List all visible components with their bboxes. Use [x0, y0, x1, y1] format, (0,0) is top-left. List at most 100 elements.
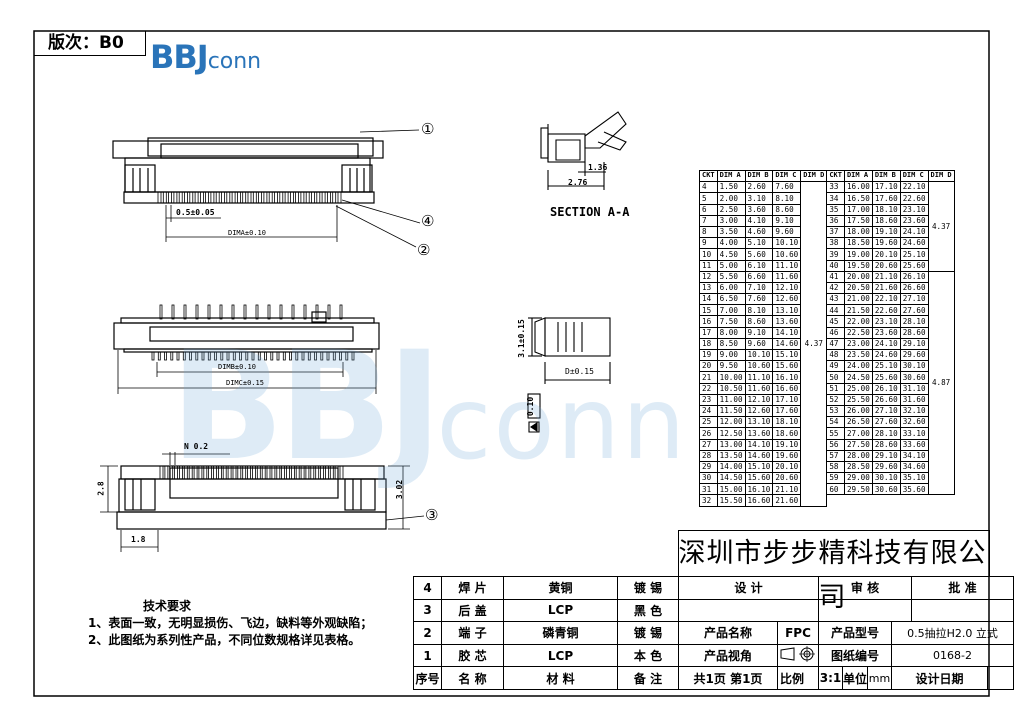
table-cell: 38 [826, 237, 845, 250]
table-cell: 11 [699, 259, 718, 272]
product-model: 0.5抽拉H2.0 立式 [891, 621, 1015, 645]
pin [256, 465, 261, 480]
footer-scale: 3:1 [818, 666, 843, 690]
pin [324, 465, 329, 480]
pin [339, 304, 343, 320]
table-cell: 17.10 [772, 393, 802, 406]
table-cell: 2.50 [716, 203, 746, 216]
footer-no: 序号 [413, 666, 442, 690]
pin [189, 191, 194, 204]
table-cell: 4.60 [744, 225, 774, 239]
pin [281, 465, 286, 480]
row1-finish: 本 色 [617, 643, 679, 668]
section-a-a-view [540, 111, 627, 190]
table-cell: 29.60 [899, 348, 929, 362]
table-cell: 26 [699, 427, 718, 440]
table-cell: 23.10 [871, 315, 901, 328]
table-cell: 51 [826, 382, 845, 395]
table-cell: 60 [826, 483, 845, 496]
table-cell: 10.50 [716, 382, 746, 395]
table-cell: 8 [699, 225, 718, 239]
table-cell: 23.60 [899, 214, 929, 227]
pin [231, 304, 235, 320]
pin [201, 351, 205, 361]
pin [251, 351, 255, 361]
pin [257, 351, 261, 361]
table-cell: 12.50 [716, 427, 746, 440]
front-view [112, 137, 384, 204]
logo-sub: conn [207, 49, 262, 74]
table-cell: 34.60 [899, 460, 929, 474]
pin [311, 191, 315, 204]
table-cell: 11.00 [716, 393, 746, 406]
table-cell: 26.10 [871, 382, 901, 395]
pin [261, 465, 266, 480]
table-cell: 18.60 [772, 427, 802, 440]
table-cell: 8.10 [772, 192, 802, 205]
table-cell: 8.10 [744, 304, 774, 317]
table-cell: 30 [699, 472, 718, 485]
design-label: 设 计 [678, 576, 819, 600]
table-cell: 27.00 [843, 427, 873, 440]
pin [182, 351, 186, 361]
table-cell: 9.10 [772, 214, 802, 227]
table-cell: 17.00 [843, 203, 873, 216]
table-cell: 26.10 [899, 270, 929, 283]
pin [258, 191, 263, 204]
table-cell: 26.60 [899, 281, 929, 295]
row3-no: 3 [413, 598, 442, 623]
table-cell: 13.60 [772, 315, 802, 328]
footer-unit-label: 单位 [841, 666, 869, 690]
table-cell: 11.50 [716, 404, 746, 418]
table-cell: 17.50 [843, 214, 873, 227]
table-cell: 25 [699, 416, 718, 429]
table-cell: 11.60 [744, 382, 774, 395]
table-cell: 12.60 [772, 293, 802, 306]
table-cell: 14.60 [772, 337, 802, 351]
dim-a: DIMA±0.10 [228, 229, 266, 237]
section-label: SECTION A-A [550, 205, 630, 219]
table-cell: 35 [826, 203, 845, 216]
pin [227, 465, 232, 480]
projection-symbol-icon [777, 643, 819, 668]
pin [327, 304, 331, 320]
pin [245, 351, 249, 361]
table-cell: 28.10 [899, 315, 929, 328]
pin [305, 191, 310, 204]
table-header: CKT [826, 169, 845, 183]
table-cell: 21.10 [871, 270, 901, 283]
table-cell: 29.10 [899, 337, 929, 351]
pin [183, 304, 187, 320]
table-cell: 22.60 [899, 192, 929, 205]
pin [237, 465, 242, 480]
notes-line-2: 2、此图纸为系列性产品，不同位数规格详见表格。 [88, 633, 361, 647]
pin [271, 465, 276, 480]
table-cell: 15.50 [716, 494, 746, 507]
table-cell: 20.60 [772, 472, 802, 485]
table-cell: 21.60 [772, 494, 802, 507]
row2-material: 磷青铜 [503, 621, 618, 645]
pin [205, 191, 210, 204]
pin [307, 351, 311, 361]
table-cell: 15.10 [744, 460, 774, 474]
table-cell: 30.60 [899, 371, 929, 384]
table-cell: 33.60 [899, 438, 929, 451]
table-cell: 24 [699, 404, 718, 418]
pin [157, 351, 161, 361]
table-cell: 49 [826, 360, 845, 373]
table-cell: 27.60 [899, 304, 929, 317]
pin [279, 304, 283, 320]
table-cell: 27 [699, 438, 718, 451]
table-cell: 4.50 [716, 248, 746, 261]
pin [242, 465, 247, 480]
pin [326, 191, 331, 204]
dim-d: D±0.15 [565, 367, 594, 376]
pin [263, 191, 268, 204]
pin [274, 191, 278, 204]
